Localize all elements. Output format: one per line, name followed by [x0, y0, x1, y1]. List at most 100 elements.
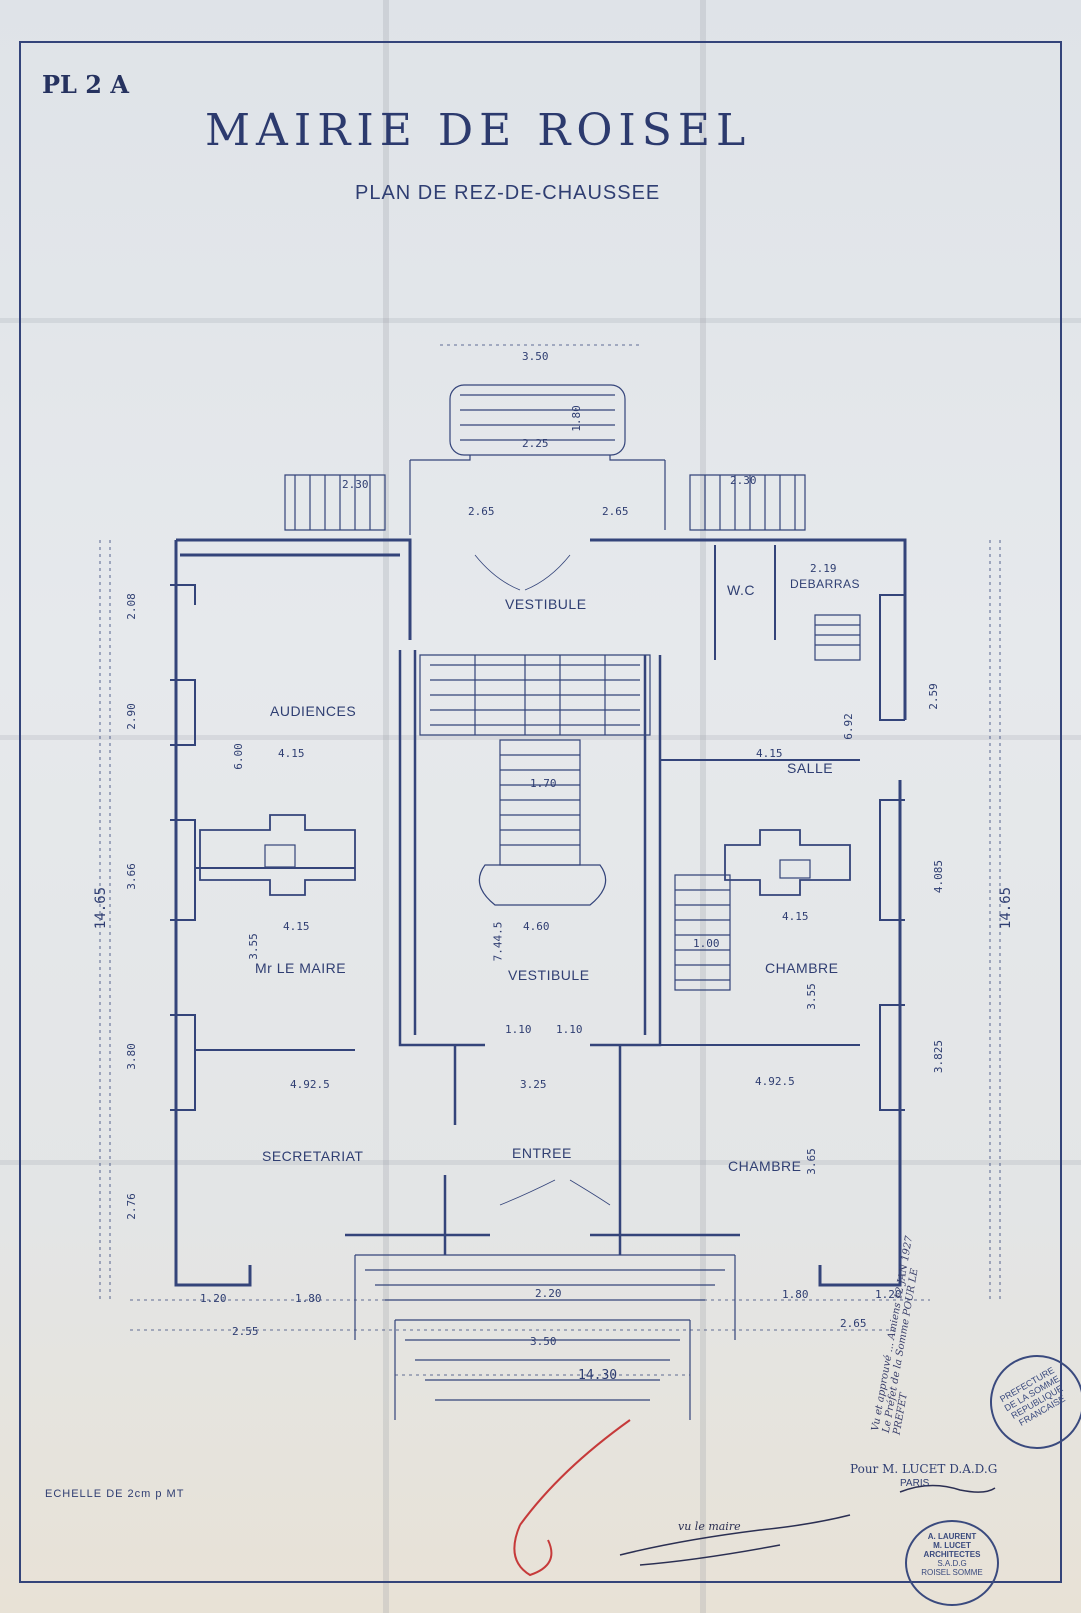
signature-architect — [899, 1484, 996, 1493]
room-label-chambre-1: CHAMBRE — [765, 960, 839, 976]
room-label-audiences: AUDIENCES — [270, 703, 357, 719]
stair-landing — [419, 654, 651, 736]
dim-secretariat-width: 4.92.5 — [290, 1078, 330, 1091]
dim-maire-depth: 3.55 — [246, 933, 260, 960]
dim-chambre2-width: 4.92.5 — [755, 1075, 795, 1088]
drawing-subtitle: PLAN DE REZ-DE-CHAUSSEE — [355, 182, 661, 204]
dim-vestibule-width: 4.60 — [523, 920, 550, 933]
window-piers-east — [879, 594, 905, 1111]
stair-curtail — [478, 864, 607, 906]
room-label-secretariat: SECRETARIAT — [262, 1148, 364, 1164]
architect-stamp-line: ROISEL SOMME — [921, 1568, 983, 1577]
room-label-salle: SALLE — [787, 760, 834, 776]
dim-west-pier-3: 3.66 — [124, 863, 138, 890]
dim-door-right: 1.10 — [556, 1023, 583, 1036]
stair-main-flight — [499, 739, 581, 866]
architect-stamp-line: S.A.D.G — [937, 1559, 967, 1568]
red-annotation — [513, 1419, 631, 1577]
door-swings — [474, 554, 611, 1206]
dim-stair-left: 2.30 — [342, 478, 369, 491]
dim-service-stair: 1.00 — [693, 937, 720, 950]
paper-fold — [0, 1160, 1081, 1165]
front-steps — [355, 1254, 735, 1401]
chimney-right — [724, 829, 851, 896]
dim-stair-flight: 1.70 — [530, 777, 557, 790]
dim-front-seg-3: 1.80 — [782, 1288, 809, 1301]
dim-rear-width: 3.50 — [522, 350, 549, 363]
sheet-border — [19, 41, 1062, 1583]
dim-maire-width: 4.15 — [283, 920, 310, 933]
scale-note: ECHELLE DE 2cm p MT — [45, 1488, 185, 1500]
dim-audiences-depth: 6.00 — [231, 743, 245, 770]
dim-audiences-width: 4.15 — [278, 747, 305, 760]
dim-corridor-length: 7.44.5 — [491, 921, 505, 962]
stair-debarras — [814, 614, 861, 661]
dim-front-seg-1: 1.20 — [200, 1292, 227, 1305]
dim-stair-right: 2.30 — [730, 474, 757, 487]
drawing-title: MAIRIE DE ROISEL — [205, 105, 752, 156]
dim-front-door: 2.20 — [535, 1287, 562, 1300]
dim-west-pier-4: 3.80 — [124, 1043, 138, 1070]
room-label-vestibule-rear: VESTIBULE — [505, 596, 587, 612]
dim-entree-width: 3.25 — [520, 1078, 547, 1091]
wall-corridor — [398, 650, 662, 1047]
wall-east — [590, 538, 907, 1287]
sheet-reference: PL 2 A — [42, 70, 129, 99]
room-label-debarras: DEBARRAS — [790, 577, 861, 591]
dim-salle-width: 4.15 — [756, 747, 783, 760]
paper-fold — [383, 0, 389, 1613]
dim-door-left: 1.10 — [505, 1023, 532, 1036]
dim-front-seg-2: 1.80 — [295, 1292, 322, 1305]
wall-partitions — [195, 545, 860, 1051]
dim-west-pier-2: 2.90 — [124, 703, 138, 730]
stair-rear-right — [689, 474, 806, 531]
dimension-vertical — [99, 540, 1001, 1300]
room-label-chambre-2: CHAMBRE — [728, 1158, 802, 1174]
stair-main-treads — [500, 754, 580, 846]
dim-rear-right-bay: 2.65 — [602, 505, 629, 518]
room-label-wc: W.C — [727, 582, 755, 598]
architect-stamp: A. LAURENT M. LUCET ARCHITECTES S.A.D.G … — [905, 1520, 999, 1606]
stair-rear-left — [284, 474, 386, 531]
paper-fold — [700, 0, 706, 1613]
mayor-note: vu le maire — [678, 1520, 741, 1533]
paper-fold — [0, 318, 1081, 323]
architect-stamp-line: M. LUCET — [933, 1541, 971, 1550]
signature-mayor — [619, 1514, 851, 1566]
dim-east-pier-1: 2.59 — [926, 683, 940, 710]
stair-service — [674, 874, 731, 991]
hearth-left — [264, 844, 296, 868]
rear-steps — [449, 384, 626, 456]
room-label-maire: Mr LE MAIRE — [255, 960, 347, 976]
dim-front-left: 2.55 — [232, 1325, 259, 1338]
dim-west-pier-5: 2.76 — [124, 1193, 138, 1220]
rear-portico — [409, 394, 666, 535]
architect-stamp-line: ARCHITECTES — [923, 1550, 981, 1559]
dim-east-pier-2: 4.085 — [932, 859, 946, 894]
dim-rear-left-bay: 2.65 — [468, 505, 495, 518]
dim-rear-steps: 1.80 — [569, 405, 583, 432]
architect-credit: Pour M. LUCET D.A.D.G — [850, 1462, 998, 1476]
hearth-right — [779, 859, 811, 879]
dimension-horizontal — [130, 344, 930, 1376]
paper-fold — [0, 735, 1081, 740]
dim-chambre2-depth: 3.65 — [804, 1148, 818, 1175]
chimney-left — [199, 814, 356, 896]
architect-stamp-line: A. LAURENT — [927, 1532, 977, 1541]
wall-entrance — [443, 1045, 622, 1255]
dim-front-right: 2.65 — [840, 1317, 867, 1330]
dim-total-depth-right: 14.65 — [998, 886, 1015, 930]
dim-east-pier-3: 3.825 — [932, 1039, 946, 1074]
dim-front-steps: 3.50 — [530, 1335, 557, 1348]
dim-chambre-depth: 3.55 — [804, 983, 818, 1010]
dim-chambre-width: 4.15 — [782, 910, 809, 923]
front-step-sides — [354, 1255, 736, 1420]
stair-upper-flights — [430, 655, 640, 735]
room-label-entree: ENTREE — [512, 1145, 572, 1161]
dim-rear-portico: 2.25 — [522, 437, 549, 450]
wall-west — [174, 538, 412, 1287]
window-piers-west — [170, 584, 196, 1111]
architect-city: PARIS — [900, 1478, 930, 1489]
dim-front-total: 14.30 — [578, 1368, 618, 1383]
